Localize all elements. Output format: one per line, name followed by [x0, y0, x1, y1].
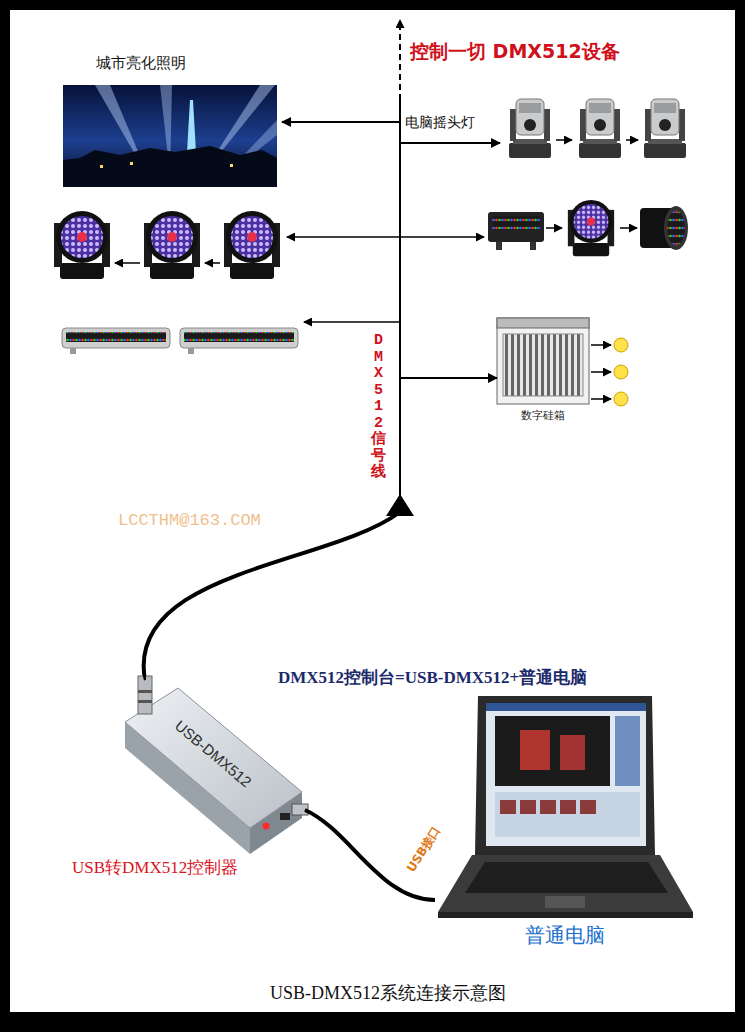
rect-shape: [580, 800, 596, 814]
polygon-shape: [465, 862, 668, 893]
dimmer-rack: [497, 318, 628, 406]
scope-note: 控制一切 DMX512设备: [410, 40, 620, 63]
rect-shape: [188, 348, 194, 354]
circle-shape: [614, 365, 628, 379]
rect-shape: [138, 690, 152, 693]
rect-shape: [497, 318, 589, 328]
rect-shape: [495, 792, 640, 837]
city-lighting-panel: 城市亮化照明: [60, 50, 282, 190]
use-shape: [509, 99, 551, 158]
rect-shape: [70, 348, 76, 354]
rect-shape: [130, 162, 133, 165]
formula-note: DMX512控制台=USB-DMX512+普通电脑: [278, 668, 587, 688]
node-heading: 电脑摇头灯: [405, 114, 475, 131]
line-shape: [400, 236, 484, 238]
led-wall-bars: [62, 328, 298, 354]
rect-shape: [496, 242, 502, 250]
line-shape: [620, 227, 637, 229]
rect-shape: [560, 735, 585, 770]
use-shape: [144, 211, 200, 279]
moving-head-group: 电脑摇头灯: [500, 92, 695, 162]
rect-shape: [503, 334, 583, 396]
rect-shape: [62, 328, 170, 348]
rect-shape: [438, 912, 693, 918]
rect-shape: [63, 85, 277, 187]
usb-dmx-controller: USB-DMX512USB转DMX512控制器: [120, 680, 305, 845]
signal-line-label: DMX512信号线: [371, 333, 386, 482]
rect-shape: [495, 716, 610, 786]
rect-shape: [520, 730, 550, 770]
circle-shape: [614, 338, 628, 352]
rect-shape: [497, 318, 589, 404]
dmx-trunk: [144, 20, 484, 680]
rect-shape: [488, 212, 544, 242]
use-shape: [644, 99, 686, 158]
figure-caption: USB-DMX512系统连接示意图: [270, 983, 506, 1005]
laptop-computer: 普通电脑: [435, 690, 695, 920]
use-shape: [568, 200, 614, 256]
line-shape: [205, 262, 220, 264]
rect-shape: [560, 800, 576, 814]
device-name: USB-DMX512: [171, 717, 255, 791]
node-heading: 城市亮化照明: [96, 54, 186, 72]
rect-shape: [530, 242, 536, 250]
line-shape: [626, 139, 638, 141]
path-shape: [144, 512, 400, 680]
line-shape: [287, 236, 400, 238]
rect-shape: [180, 328, 298, 348]
city-photo: [63, 85, 277, 187]
rect-shape: [230, 164, 233, 167]
rect-shape: [184, 332, 294, 342]
line-shape: [115, 262, 140, 264]
signal-connector: [144, 143, 500, 680]
rect-shape: [66, 332, 166, 342]
node-caption: 普通电脑: [525, 923, 605, 947]
rect-shape: [280, 813, 290, 820]
rect-shape: [138, 700, 152, 703]
line-shape: [556, 139, 572, 141]
rect-shape: [615, 716, 640, 786]
led-moving-heads: [54, 211, 280, 279]
rect-shape: [540, 800, 556, 814]
use-shape: [579, 99, 621, 158]
line-shape: [399, 20, 401, 100]
rect-shape: [100, 165, 103, 168]
node-caption: 数字硅箱: [521, 409, 565, 422]
rect-shape: [500, 800, 516, 814]
circle-shape: [263, 823, 270, 830]
circle-shape: [614, 392, 628, 406]
line-shape: [304, 321, 400, 323]
line-shape: [591, 371, 611, 373]
line-shape: [546, 227, 562, 229]
led-fixture-group: [488, 200, 688, 256]
rect-shape: [486, 703, 646, 846]
line-shape: [591, 398, 611, 400]
digital-dimmer: 数字硅箱: [497, 315, 589, 405]
rect-shape: [138, 676, 152, 714]
moving-head-lamps: [509, 99, 686, 158]
watermark: LCCTHM@163.COM: [118, 511, 261, 531]
rect-shape: [520, 800, 536, 814]
polygon-shape: [438, 855, 693, 912]
use-shape: [224, 211, 280, 279]
device-label: USB转DMX512控制器: [72, 858, 238, 878]
line-shape: [591, 344, 611, 346]
signal-connector: [144, 122, 400, 680]
rect-shape: [492, 216, 540, 230]
ellipse-shape: [667, 211, 685, 245]
rect-shape: [545, 896, 585, 908]
polygon-shape: [475, 696, 655, 855]
polygon-shape: [63, 146, 277, 187]
laptop-illustration: [438, 696, 693, 918]
rect-shape: [486, 703, 646, 711]
use-shape: [54, 211, 110, 279]
ellipse-shape: [664, 206, 688, 250]
